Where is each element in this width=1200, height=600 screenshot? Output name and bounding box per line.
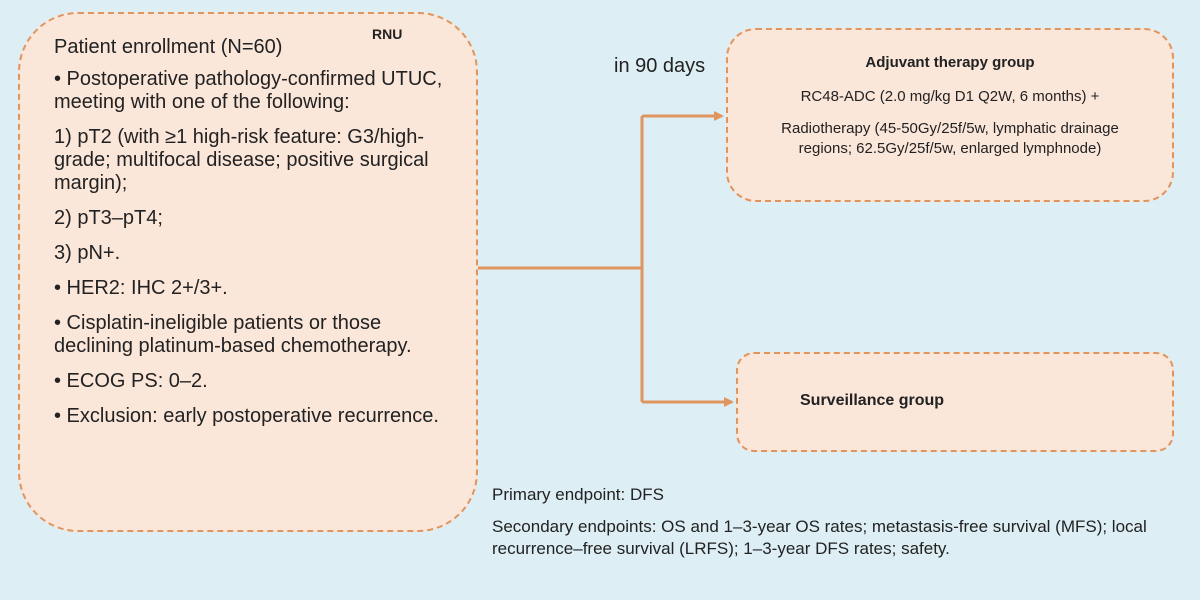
enrollment-title: Patient enrollment (N=60) [54,36,283,58]
criteria-item-7: • ECOG PS: 0–2. [54,370,208,392]
criteria-item-8: • Exclusion: early postoperative recurre… [54,405,439,427]
criteria-item-4: 3) pN+. [54,242,121,264]
adjuvant-group-title: Adjuvant therapy group [865,54,1035,71]
endpoints-section: Primary endpoint: DFS Secondary endpoint… [492,484,1192,570]
surveillance-group-box: Surveillance group [736,352,1174,452]
criteria-item-6: • Cisplatin-ineligible patients or those… [54,312,412,357]
adjuvant-drug-line: RC48-ADC (2.0 mg/kg D1 Q2W, 6 months) + [800,88,1100,105]
criteria-item-2: 1) pT2 (with ≥1 high-risk feature: G3/hi… [54,126,429,194]
criteria-item-1: • Postoperative pathology-confirmed UTUC… [54,68,443,113]
enrollment-box: Patient enrollment (N=60) RNU • Postoper… [18,12,478,532]
adjuvant-radiotherapy-line: Radiotherapy (45-50Gy/25f/5w, lymphatic … [781,120,1119,157]
surveillance-group-title: Surveillance group [800,392,945,409]
secondary-endpoints: Secondary endpoints: OS and 1–3-year OS … [492,517,1147,558]
primary-endpoint: Primary endpoint: DFS [492,485,664,504]
adjuvant-group-box: Adjuvant therapy group RC48-ADC (2.0 mg/… [726,28,1174,202]
criteria-item-3: 2) pT3–pT4; [54,207,163,229]
timing-label: in 90 days [614,55,706,77]
criteria-item-5: • HER2: IHC 2+/3+. [54,277,228,299]
rnu-label: RNU [372,26,403,42]
